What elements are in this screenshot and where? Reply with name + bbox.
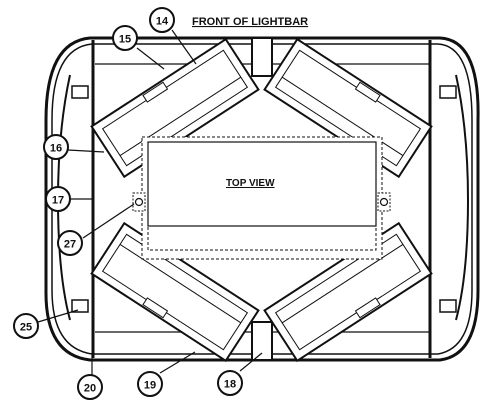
top-center-block (251, 37, 273, 77)
center-board-panel (147, 141, 377, 227)
callout-25: 25 (13, 313, 39, 339)
light-module-bottom-left (90, 221, 260, 363)
callout-15: 15 (112, 25, 138, 51)
svg-text:25: 25 (20, 322, 32, 334)
left-bottom-foot (71, 299, 89, 313)
bottom-center-block (251, 321, 273, 361)
svg-text:17: 17 (52, 195, 64, 207)
callout-16: 16 (43, 134, 69, 160)
left-top-foot (71, 85, 89, 99)
right-screw-icon (379, 197, 389, 207)
callout-14: 14 (149, 7, 175, 33)
light-module-top-right (263, 37, 433, 179)
light-module-top-left (90, 37, 260, 179)
right-end-cap (455, 74, 470, 321)
svg-text:15: 15 (119, 34, 131, 46)
left-screw-icon (134, 197, 144, 207)
svg-text:20: 20 (84, 383, 96, 395)
center-board-lower-strip (147, 225, 377, 251)
svg-text:16: 16 (50, 143, 62, 155)
callout-20: 20 (77, 374, 103, 400)
svg-text:18: 18 (224, 379, 236, 391)
callout-17: 17 (45, 186, 71, 212)
callout-leaders (37, 29, 263, 375)
light-module-bottom-right (263, 221, 433, 363)
callout-27: 27 (57, 230, 83, 256)
right-top-foot (439, 85, 457, 99)
svg-text:27: 27 (64, 239, 76, 251)
right-bottom-foot (439, 299, 457, 313)
front-of-lightbar-caption: FRONT OF LIGHTBAR (192, 16, 308, 28)
callout-19: 19 (137, 371, 163, 397)
callout-18: 18 (217, 370, 243, 396)
top-view-label: TOP VIEW (226, 178, 275, 189)
svg-text:14: 14 (156, 16, 169, 28)
svg-text:19: 19 (144, 380, 156, 392)
